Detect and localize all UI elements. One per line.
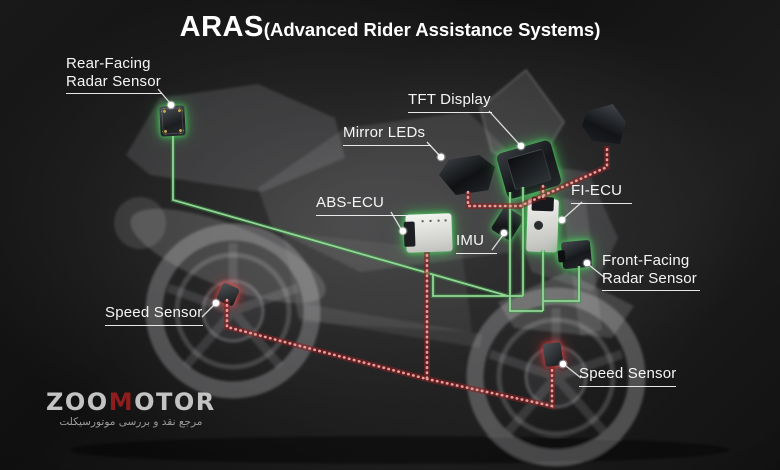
- title-acronym: ARAS: [179, 11, 264, 43]
- label-speed-sensor-front: Speed Sensor: [579, 365, 676, 387]
- zoomotor-logo: ZOOMOTOR: [46, 388, 216, 416]
- label-imu: IMU: [456, 232, 497, 254]
- speed-sensor-front-module: [542, 341, 564, 368]
- abs-ecu-module: [405, 213, 453, 253]
- label-tft-display: TFT Display: [408, 91, 492, 113]
- label-rear-facing-radar-sensor: Rear-Facing Radar Sensor: [66, 55, 162, 94]
- front-radar-sensor-module: [560, 239, 593, 270]
- title-full-text: (Advanced Rider Assistance Systems): [263, 19, 601, 40]
- label-front-facing-radar-sensor: Front-Facing Radar Sensor: [602, 252, 700, 291]
- label-mirror-leds: Mirror LEDs: [343, 124, 431, 146]
- fi-ecu-module: [526, 198, 559, 253]
- label-speed-sensor-rear: Speed Sensor: [105, 304, 203, 326]
- label-abs-ecu: ABS-ECU: [316, 194, 407, 216]
- rear-radar-sensor-module: [159, 105, 186, 137]
- zoomotor-tagline: مرجع نقد و بررسی موتورسیکلت: [59, 416, 203, 428]
- page-title: ARAS(Advanced Rider Assistance Systems): [0, 10, 780, 47]
- label-fi-ecu: FI-ECU: [571, 182, 632, 204]
- zoomotor-watermark: ZOOMOTOR مرجع نقد و بررسی موتورسیکلت: [46, 389, 216, 429]
